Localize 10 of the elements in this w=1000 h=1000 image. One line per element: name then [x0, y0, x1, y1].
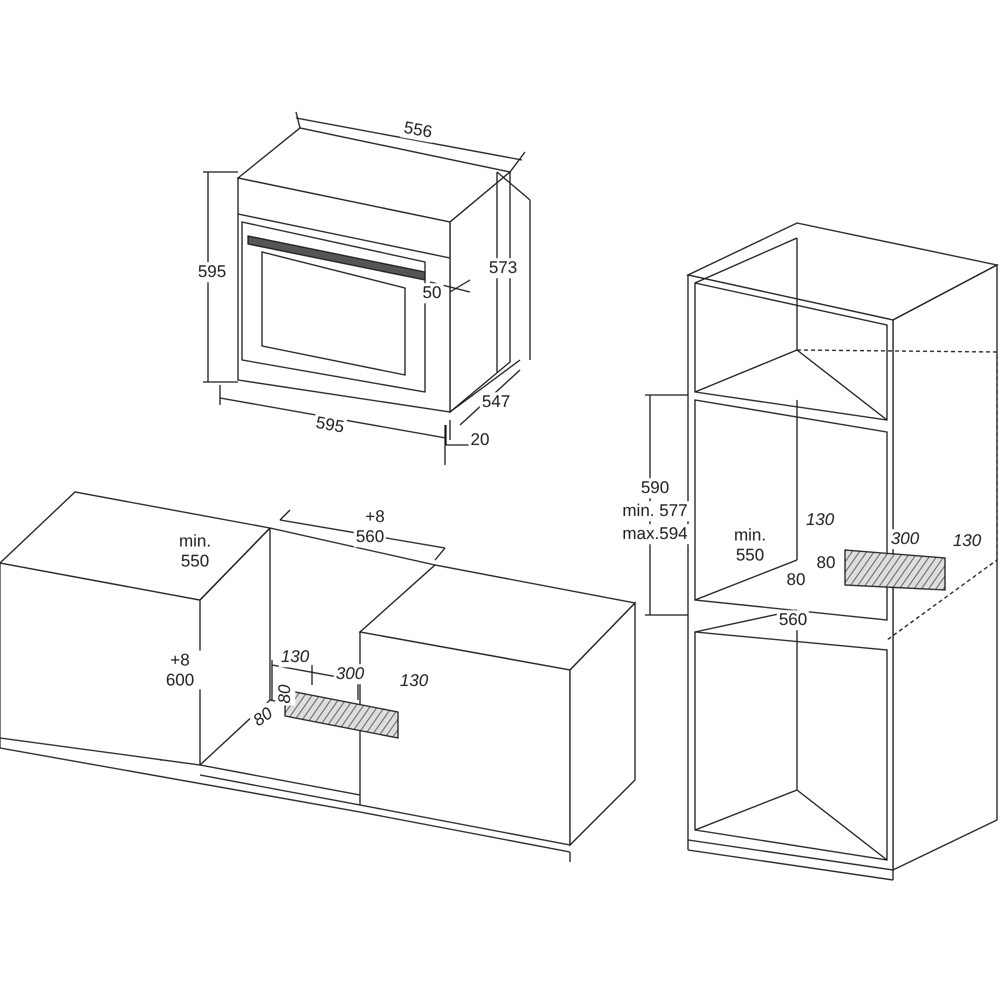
dimension-label: 590 [638, 478, 672, 498]
dimension-label: 130 [278, 647, 312, 667]
dimension-label: 50 [420, 283, 444, 303]
dimension-label: 573 [486, 258, 520, 278]
dimension-label: 560 [354, 527, 386, 547]
dimension-label: 300 [888, 529, 922, 549]
dimension-label: 560 [776, 610, 810, 630]
dimension-label: 80 [275, 682, 295, 706]
dimension-label: 595 [196, 262, 228, 282]
dimension-label: 300 [334, 664, 366, 684]
